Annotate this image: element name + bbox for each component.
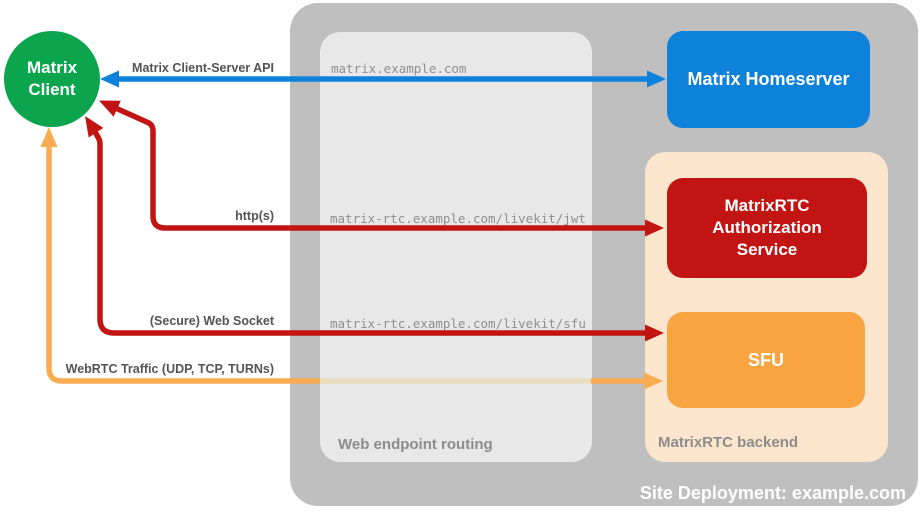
matrix-client-label-line1: Matrix [26,58,78,77]
auth-service-node: MatrixRTC Authorization Service [667,178,867,278]
label-webrtc-traffic: WebRTC Traffic (UDP, TCP, TURNs) [65,362,274,376]
arrowhead-upleft-icon [85,116,104,138]
sfu-label: SFU [748,349,784,370]
site-deployment-label: Site Deployment: example.com [639,483,906,503]
label-https: http(s) [235,209,274,223]
matrix-client-label-line2: Client [28,80,76,99]
arrowhead-upleft-icon [99,100,121,117]
web-endpoint-routing-label: Web endpoint routing [338,436,493,453]
label-web-socket: (Secure) Web Socket [149,314,274,328]
url-livekit-sfu: matrix-rtc.example.com/livekit/sfu [330,316,586,331]
url-homeserver: matrix.example.com [331,61,467,76]
matrixrtc-backend-label: MatrixRTC backend [658,434,799,451]
matrix-homeserver-label: Matrix Homeserver [687,69,850,89]
web-endpoint-routing-box [320,32,592,462]
url-livekit-jwt: matrix-rtc.example.com/livekit/jwt [330,211,586,226]
matrix-client-node: Matrix Client [4,31,100,127]
auth-service-label: MatrixRTC Authorization Service [712,196,822,259]
matrix-homeserver-node: Matrix Homeserver [667,31,870,128]
sfu-node: SFU [667,312,865,408]
label-client-server-api: Matrix Client-Server API [132,61,274,75]
arrowhead-up-icon [40,127,58,147]
